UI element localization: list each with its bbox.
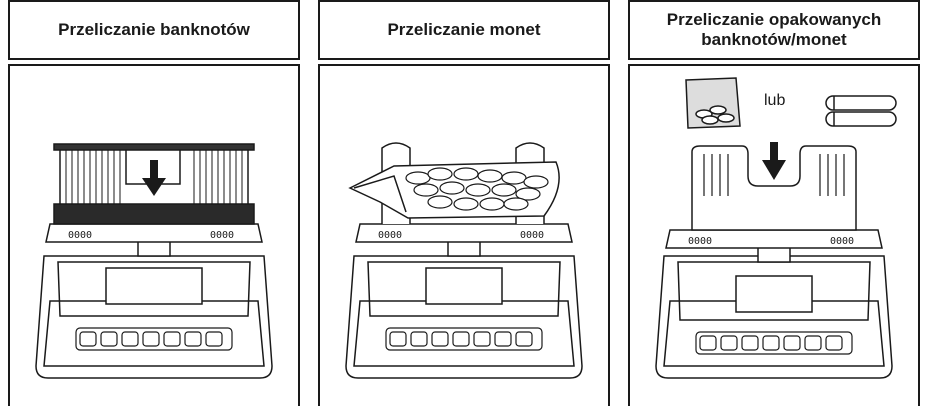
panel-banknotes: Przeliczanie banknotów [8,0,300,406]
down-arrow-icon [762,142,786,180]
keypad [386,328,542,350]
tray-label-right: 0000 [520,230,544,241]
panel-title: Przeliczanie banknotów [8,0,300,60]
illustration-frame: 0000 0000 lub [628,64,920,406]
panel-coins: Przeliczanie monet [318,0,610,406]
tray-label-left: 0000 [378,230,402,241]
display-screen [426,268,502,304]
packaged-counting-illustration: 0000 0000 [630,66,918,408]
display-screen [106,268,202,304]
coin-counting-illustration: 0000 0000 [320,66,608,408]
coin-rolls-icon [826,96,896,126]
tray-label-right: 0000 [830,236,854,247]
panel-packaged: Przeliczanie opakowanych banknotów/monet [628,0,920,406]
keypad [76,328,232,350]
tray-label-right: 0000 [210,230,234,241]
tray-label-left: 0000 [68,230,92,241]
tray-label-left: 0000 [688,236,712,247]
illustration-frame: 0000 0000 [318,64,610,406]
banknote-counting-illustration: 0000 0000 [10,66,298,408]
display-screen [736,276,812,312]
panel-title: Przeliczanie opakowanych banknotów/monet [628,0,920,60]
illustration-frame: 0000 0000 [8,64,300,406]
keypad [696,332,852,354]
coin-bag-icon [686,78,740,128]
or-label: lub [764,92,785,110]
panel-title: Przeliczanie monet [318,0,610,60]
